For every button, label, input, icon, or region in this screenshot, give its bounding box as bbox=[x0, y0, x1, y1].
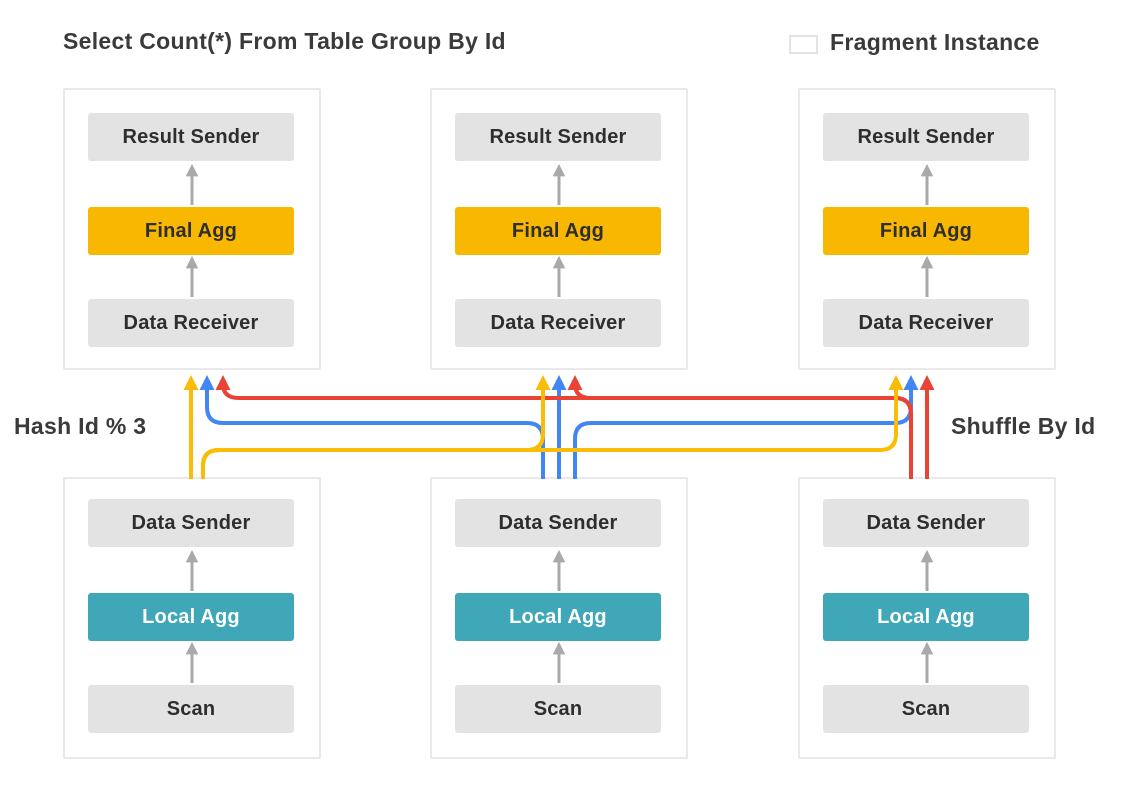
fragment-instance-bottom-middle: Data Sender Local Agg Scan bbox=[430, 477, 688, 759]
shuffle-edges-blue bbox=[199, 375, 919, 479]
node-scan: Scan bbox=[455, 685, 661, 733]
node-data-receiver: Data Receiver bbox=[823, 299, 1029, 347]
node-scan: Scan bbox=[88, 685, 294, 733]
node-data-receiver: Data Receiver bbox=[455, 299, 661, 347]
node-result-sender: Result Sender bbox=[455, 113, 661, 161]
node-scan: Scan bbox=[823, 685, 1029, 733]
node-final-agg: Final Agg bbox=[455, 207, 661, 255]
fragment-instance-swatch bbox=[789, 35, 818, 54]
node-local-agg: Local Agg bbox=[88, 593, 294, 641]
edge-bottom-right-to-top-left bbox=[215, 375, 913, 479]
node-data-receiver: Data Receiver bbox=[88, 299, 294, 347]
fragment-instance-bottom-left: Data Sender Local Agg Scan bbox=[63, 477, 321, 759]
fragment-instance-bottom-right: Data Sender Local Agg Scan bbox=[798, 477, 1056, 759]
shuffle-edges-yellow bbox=[183, 375, 904, 479]
node-data-sender: Data Sender bbox=[88, 499, 294, 547]
shuffle-edges-red bbox=[215, 375, 935, 479]
fragment-instance-top-right: Result Sender Final Agg Data Receiver bbox=[798, 88, 1056, 370]
legend-label: Fragment Instance bbox=[830, 29, 1040, 55]
node-final-agg: Final Agg bbox=[823, 207, 1029, 255]
edge-bottom-left-to-top-right bbox=[201, 375, 904, 479]
edge-bottom-left-to-top-middle bbox=[201, 375, 551, 479]
node-data-sender: Data Sender bbox=[455, 499, 661, 547]
node-result-sender: Result Sender bbox=[88, 113, 294, 161]
node-final-agg: Final Agg bbox=[88, 207, 294, 255]
node-result-sender: Result Sender bbox=[823, 113, 1029, 161]
node-local-agg: Local Agg bbox=[455, 593, 661, 641]
node-data-sender: Data Sender bbox=[823, 499, 1029, 547]
diagram-title: Select Count(*) From Table Group By Id bbox=[63, 28, 506, 54]
node-local-agg: Local Agg bbox=[823, 593, 1029, 641]
fragment-instance-top-middle: Result Sender Final Agg Data Receiver bbox=[430, 88, 688, 370]
legend: Fragment Instance bbox=[789, 29, 1040, 56]
edge-bottom-right-to-top-middle bbox=[567, 375, 913, 479]
edge-bottom-middle-to-top-left bbox=[199, 375, 545, 479]
fragment-instance-top-left: Result Sender Final Agg Data Receiver bbox=[63, 88, 321, 370]
edge-bottom-middle-to-top-right bbox=[573, 375, 919, 479]
hash-distribution-label: Hash Id % 3 bbox=[14, 413, 147, 439]
shuffle-label: Shuffle By Id bbox=[951, 413, 1096, 439]
